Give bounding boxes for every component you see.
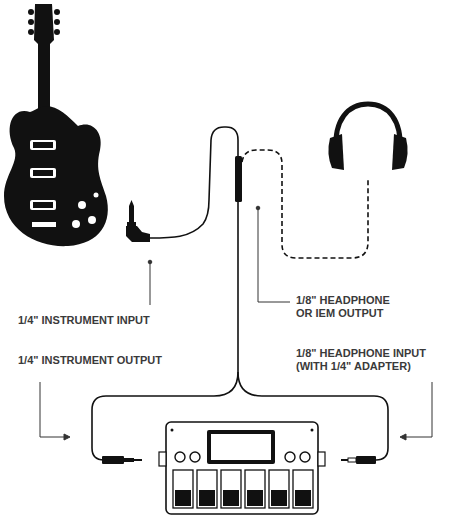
guitar-drawing [4, 4, 108, 246]
headphone-lead [242, 150, 368, 258]
footswitch [221, 470, 241, 508]
cable-splitter [235, 156, 242, 202]
footswitch-pad [247, 490, 263, 506]
footswitch [245, 470, 265, 508]
footswitch-pad [223, 490, 239, 506]
port-label: 1/4" INSTRUMENT OUTPUT [18, 354, 218, 367]
headphones [328, 104, 407, 170]
footswitch [293, 470, 313, 508]
footswitch-pad [295, 490, 311, 506]
instrument-plug [126, 200, 150, 242]
port-label: 1/8" HEADPHONE INPUT (WITH 1/4" ADAPTER) [296, 347, 446, 373]
footswitch-pad [199, 490, 215, 506]
footswitch [173, 470, 193, 508]
instrument-cable [92, 127, 238, 460]
footswitch-pad [271, 490, 287, 506]
port-label: 1/8" HEADPHONE OR IEM OUTPUT [296, 294, 400, 320]
footswitch [269, 470, 289, 508]
footswitch-pad [175, 490, 191, 506]
footswitch [197, 470, 217, 508]
port-label: 1/4" INSTRUMENT INPUT [18, 314, 178, 327]
pedal-unit [159, 422, 325, 514]
